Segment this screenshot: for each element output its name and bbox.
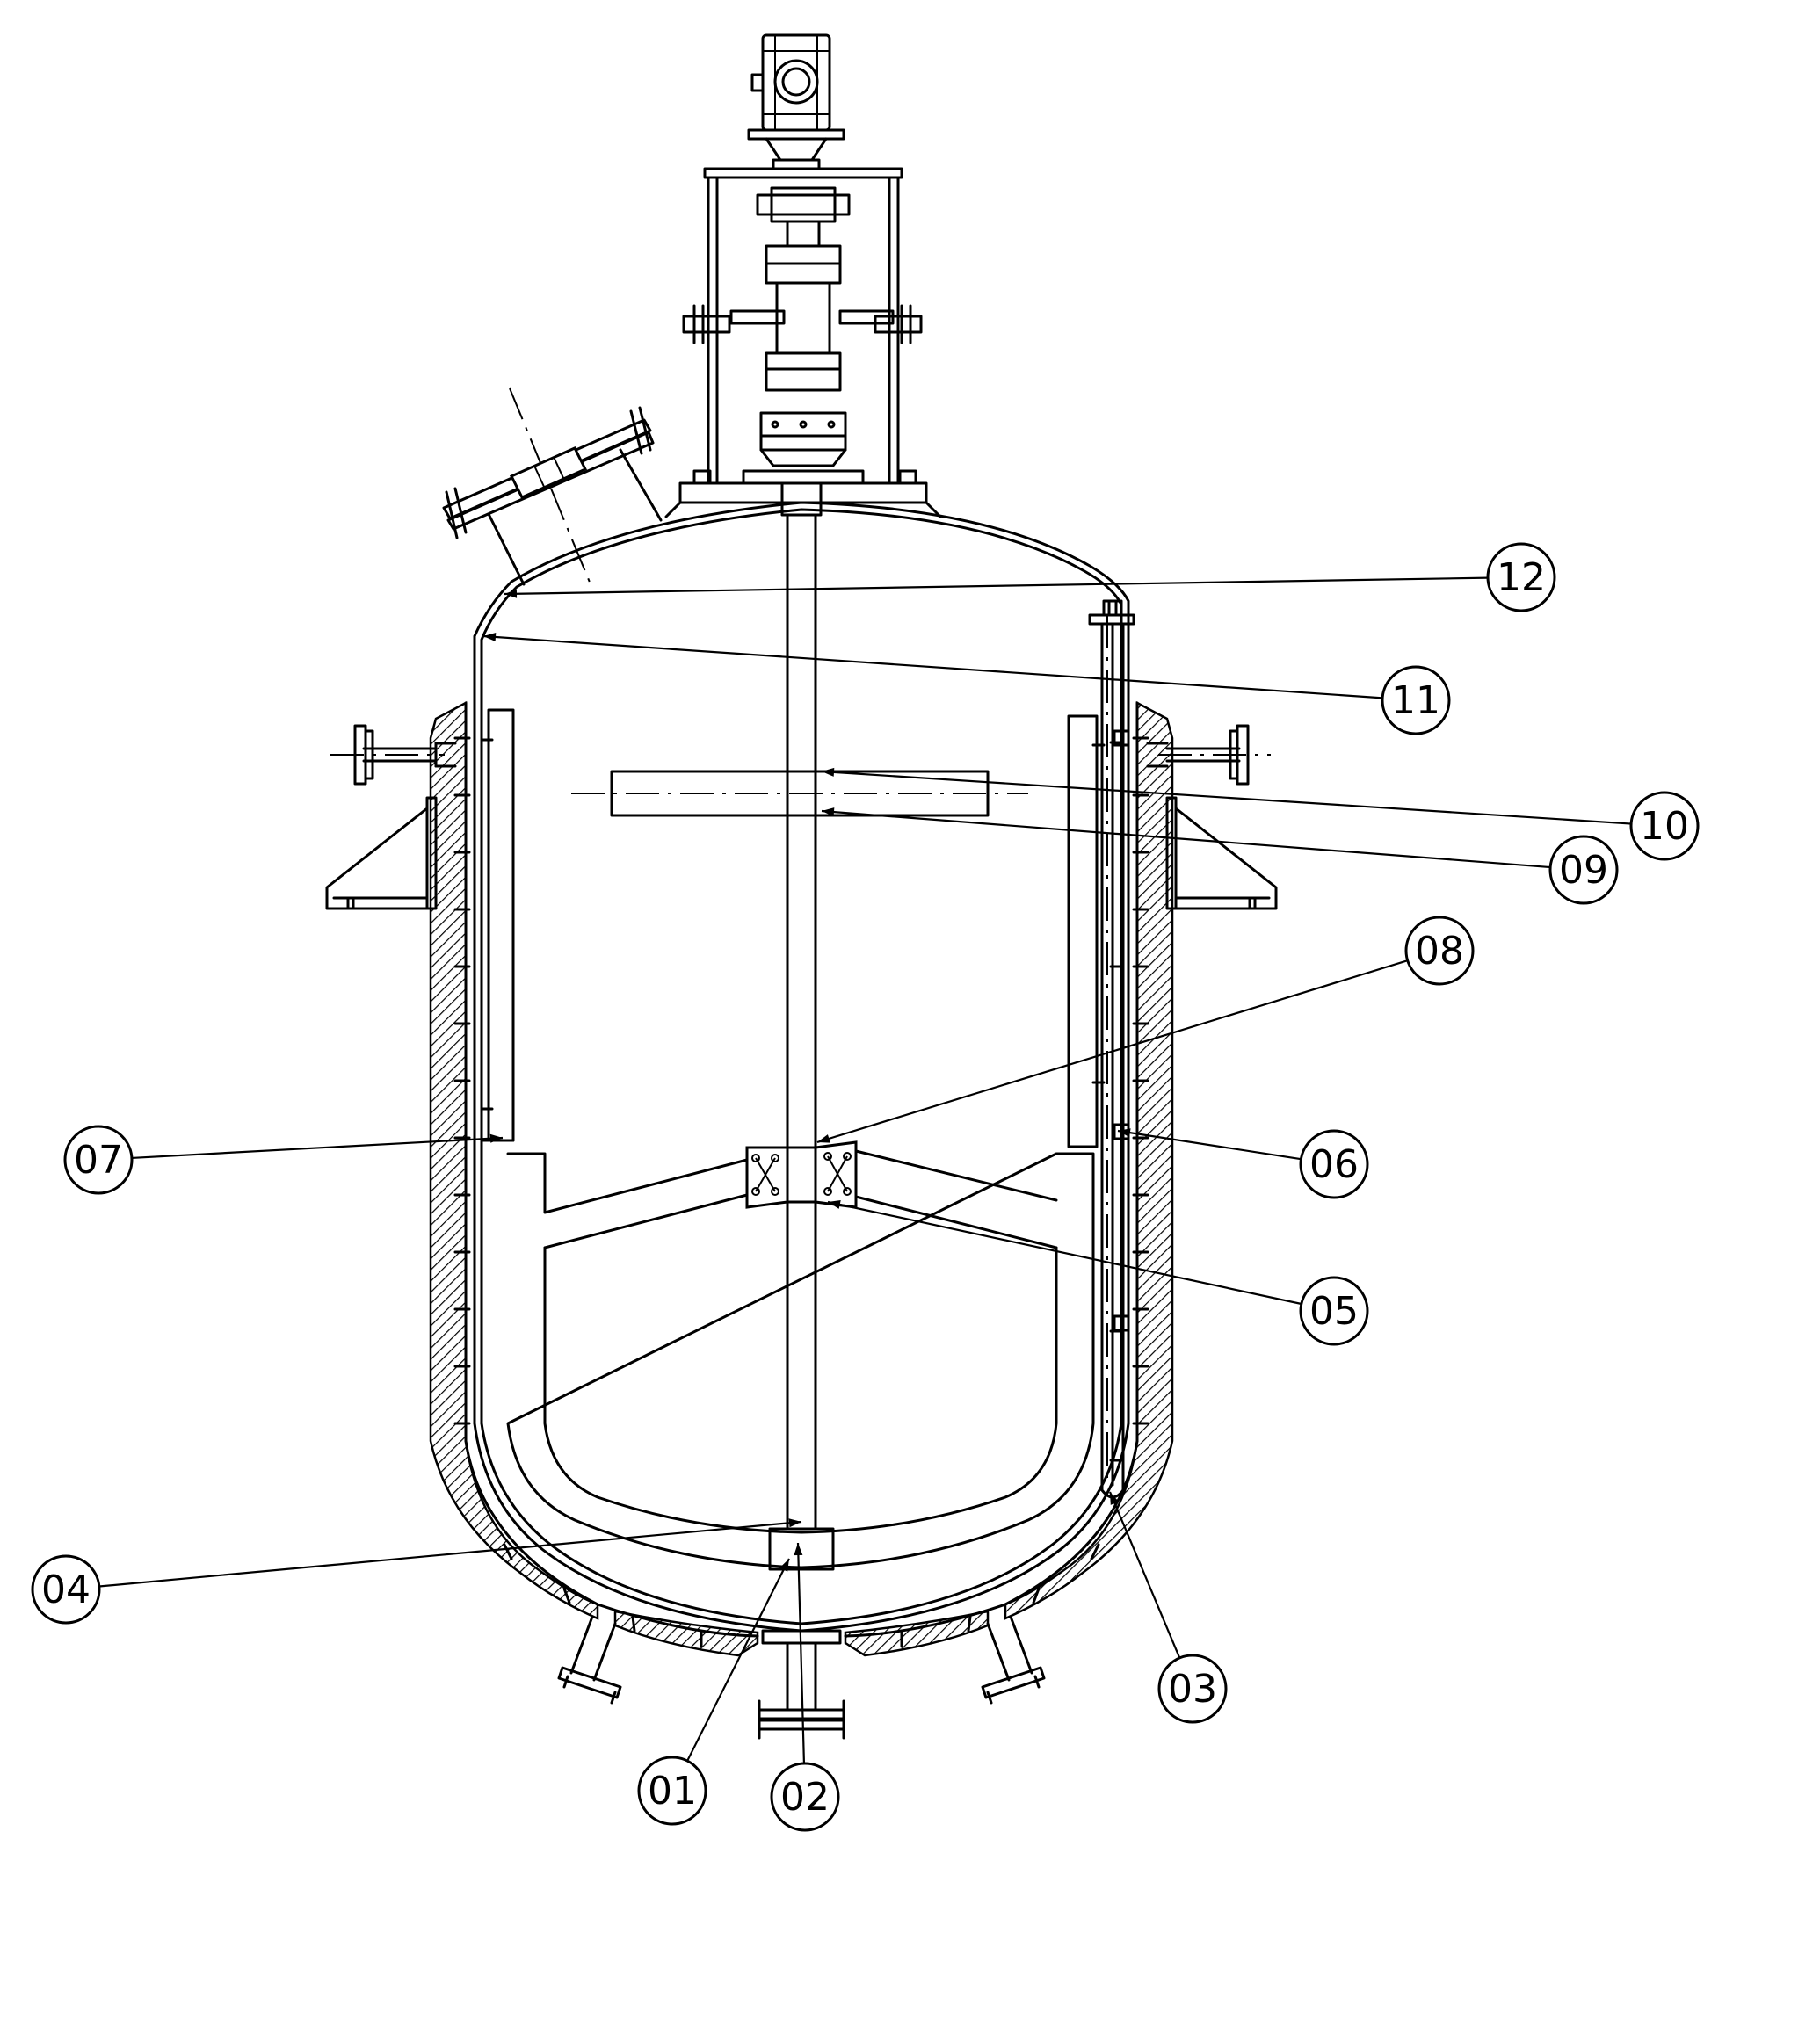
bottom-bearing — [768, 1527, 835, 1571]
leader-line-11 — [482, 634, 1383, 699]
callout-10: 10 — [1629, 791, 1700, 861]
callout-number: 02 — [780, 1775, 830, 1820]
callout-circle — [1486, 542, 1556, 612]
mechanical-seal — [742, 411, 865, 485]
jacket-insulation — [429, 700, 1174, 1657]
coupling — [756, 186, 851, 392]
callout-06: 06 — [1299, 1129, 1369, 1199]
drive-frame — [682, 176, 923, 485]
callout-number: 03 — [1168, 1667, 1217, 1712]
leader-arrow-11 — [483, 632, 497, 641]
right-side-nozzle — [1146, 724, 1271, 786]
callout-number: 05 — [1309, 1289, 1359, 1334]
agitator-shaft — [780, 481, 823, 1531]
inner-wall-ticks — [480, 738, 1123, 1462]
callout-number: 12 — [1497, 555, 1546, 600]
callout-04: 04 — [31, 1554, 101, 1625]
callout-circle — [1629, 791, 1700, 861]
anchor-impeller — [506, 1140, 1095, 1569]
leader-line-07 — [131, 1136, 504, 1160]
left-support-lug — [325, 796, 438, 910]
right-baffle — [1067, 714, 1099, 1148]
callout-circle — [637, 1756, 707, 1826]
callout-circle — [770, 1762, 840, 1832]
leader-arrow-06 — [1118, 1128, 1131, 1138]
callout-02: 02 — [770, 1762, 840, 1832]
callout-01: 01 — [637, 1756, 707, 1826]
leader-arrow-07 — [489, 1133, 503, 1143]
callout-12: 12 — [1486, 542, 1556, 612]
leader-line-10 — [821, 770, 1632, 825]
leader-arrow-02 — [794, 1543, 803, 1556]
callout-number: 04 — [41, 1567, 91, 1612]
callout-circle — [1299, 1129, 1369, 1199]
callout-number: 10 — [1640, 804, 1689, 849]
reducer — [703, 137, 903, 179]
leader-line-08 — [816, 959, 1409, 1144]
callout-number: 01 — [648, 1769, 697, 1814]
leader-line-09 — [821, 809, 1551, 869]
bottom-left-nozzle — [557, 1615, 622, 1705]
callout-number: 11 — [1391, 678, 1440, 723]
leader-arrow-01 — [779, 1559, 789, 1572]
leader-line-01 — [686, 1558, 790, 1762]
left-baffle — [480, 708, 515, 1142]
callout-07: 07 — [63, 1125, 134, 1195]
bottom-right-nozzle — [981, 1615, 1046, 1705]
callout-number: 09 — [1559, 848, 1608, 893]
callout-03: 03 — [1157, 1654, 1228, 1724]
callout-circle — [1548, 835, 1619, 905]
leader-arrow-04 — [788, 1518, 801, 1528]
leader-arrow-09 — [822, 807, 835, 817]
leader-line-02 — [796, 1542, 806, 1764]
leader-line-03 — [1108, 1491, 1181, 1659]
leader-line-04 — [98, 1520, 802, 1588]
callout-number: 07 — [74, 1138, 123, 1183]
jacket-ticks-right — [900, 736, 1149, 1648]
callout-labels: 01 02 03 04 05 06 07 08 09 10 11 12 — [31, 542, 1700, 1832]
callout-number: 06 — [1309, 1142, 1359, 1187]
leader-arrow-12 — [504, 589, 518, 598]
callout-08: 08 — [1404, 916, 1475, 986]
callout-number: 08 — [1415, 929, 1464, 974]
upper-impeller — [571, 770, 1028, 817]
motor — [747, 33, 845, 141]
leader-arrow-05 — [828, 1200, 841, 1209]
leader-arrow-10 — [822, 767, 835, 777]
leader-lines — [98, 576, 1632, 1764]
callout-circle — [63, 1125, 134, 1195]
leader-line-12 — [504, 576, 1489, 596]
callout-circle — [1157, 1654, 1228, 1724]
callout-circle — [1381, 665, 1451, 735]
vessel-shell — [473, 501, 1130, 1633]
leader-arrow-03 — [1110, 1492, 1120, 1505]
manhole-nozzle — [442, 387, 663, 586]
callout-circle — [1299, 1276, 1369, 1346]
callout-05: 05 — [1299, 1276, 1369, 1346]
left-side-nozzle — [330, 724, 457, 786]
thermowell — [1088, 599, 1135, 1499]
right-support-lug — [1165, 796, 1278, 910]
callout-circle — [1404, 916, 1475, 986]
jacket-ticks-left — [453, 736, 703, 1648]
leader-line-06 — [1117, 1129, 1302, 1161]
callout-circle — [31, 1554, 101, 1625]
leader-arrow-08 — [817, 1134, 830, 1143]
callout-09: 09 — [1548, 835, 1619, 905]
leader-line-05 — [827, 1200, 1302, 1306]
callout-11: 11 — [1381, 665, 1451, 735]
